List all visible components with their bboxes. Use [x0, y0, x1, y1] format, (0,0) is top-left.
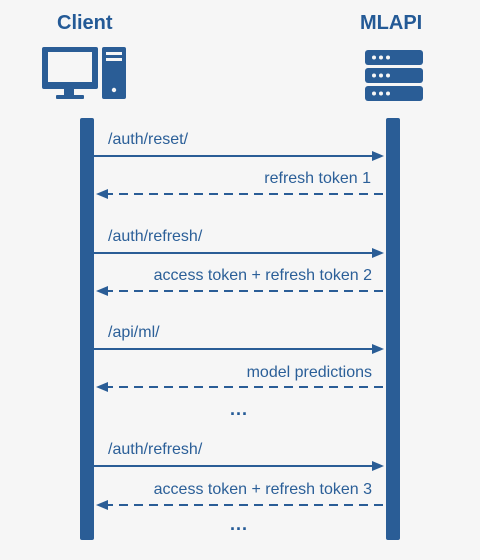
message-label: /auth/refresh/ [108, 441, 203, 458]
arrowhead-right [372, 344, 384, 354]
server-icon [365, 50, 423, 101]
message-label: refresh token 1 [264, 170, 371, 187]
arrowhead-left [96, 286, 108, 296]
server-title: MLAPI [360, 12, 423, 34]
client-lifeline [80, 118, 94, 540]
client-title: Client [57, 12, 113, 34]
arrowhead-right [372, 248, 384, 258]
message-label: access token + refresh token 3 [153, 481, 372, 498]
message-label: /auth/refresh/ [108, 228, 203, 245]
computer-icon [42, 47, 126, 99]
ellipsis: ... [230, 514, 249, 534]
arrowhead-left [96, 382, 108, 392]
message-label: model predictions [246, 364, 372, 381]
arrowhead-right [372, 151, 384, 161]
message-label: access token + refresh token 2 [153, 267, 372, 284]
arrowhead-left [96, 500, 108, 510]
message-label: /auth/reset/ [108, 131, 189, 148]
arrowhead-left [96, 189, 108, 199]
ellipsis: ... [230, 399, 249, 419]
server-lifeline [386, 118, 400, 540]
arrowhead-right [372, 461, 384, 471]
message-label: /api/ml/ [108, 324, 160, 341]
